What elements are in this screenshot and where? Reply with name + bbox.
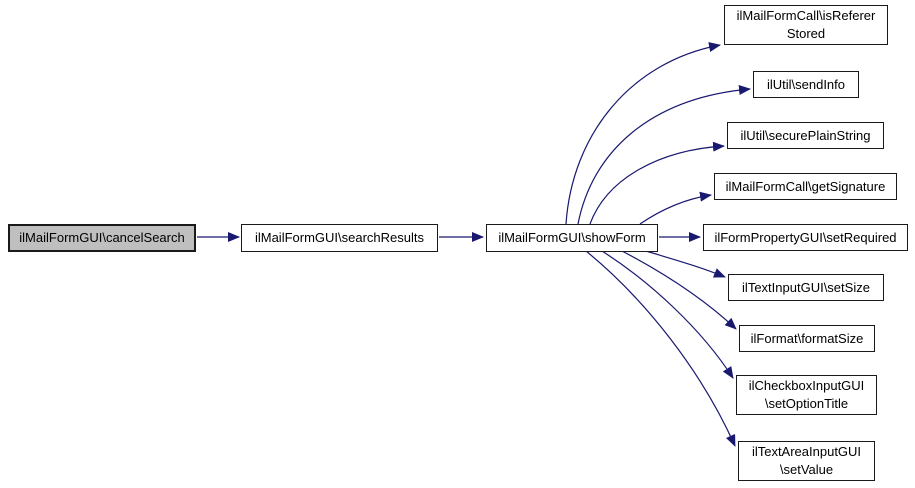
edge-showform-setoptiontitle xyxy=(601,250,734,379)
edge-showform-getsignature xyxy=(639,191,712,225)
edge-showform-sendinfo xyxy=(577,85,751,225)
node-label: ilMailFormGUI\showForm xyxy=(498,230,646,246)
edge-showform-formatsize xyxy=(621,250,737,330)
node-label: ilFormPropertyGUI\setRequired xyxy=(714,229,897,245)
edge-showform-setvalue xyxy=(585,250,736,447)
node-setsize[interactable]: ilTextInputGUI\setSize xyxy=(728,274,884,301)
edge-showform-secureplainstring xyxy=(589,141,725,225)
node-label-line1: ilCheckboxInputGUI xyxy=(748,378,865,394)
node-formatsize[interactable]: ilFormat\formatSize xyxy=(739,325,875,352)
node-label: ilFormat\formatSize xyxy=(750,330,864,346)
node-showform[interactable]: ilMailFormGUI\showForm xyxy=(486,224,658,252)
node-label: ilUtil\securePlainString xyxy=(740,127,871,143)
node-label: ilTextInputGUI\setSize xyxy=(742,279,870,295)
node-searchresults[interactable]: ilMailFormGUI\searchResults xyxy=(241,224,438,252)
node-setrequired[interactable]: ilFormPropertyGUI\setRequired xyxy=(703,224,908,251)
node-label-line1: ilTextAreaInputGUI xyxy=(751,444,862,460)
node-secureplainstring[interactable]: ilUtil\securePlainString xyxy=(727,122,884,149)
node-setoptiontitle[interactable]: ilCheckboxInputGUI \setOptionTitle xyxy=(736,375,877,415)
node-label-line2: Stored xyxy=(786,26,826,41)
edge-showform-isrefererstored xyxy=(565,42,721,225)
node-label: ilMailFormCall\getSignature xyxy=(725,178,886,194)
node-sendinfo[interactable]: ilUtil\sendInfo xyxy=(753,71,859,98)
node-label: ilMailFormGUI\searchResults xyxy=(254,230,425,246)
node-setvalue[interactable]: ilTextAreaInputGUI \setValue xyxy=(738,441,875,481)
node-label-line2: \setOptionTitle xyxy=(764,396,849,411)
edge-showform-setsize xyxy=(645,250,726,278)
node-label-line2: \setValue xyxy=(779,462,834,477)
node-label: ilUtil\sendInfo xyxy=(766,76,846,92)
node-isrefererstored[interactable]: ilMailFormCall\isReferer Stored xyxy=(724,5,888,45)
node-cancelsearch[interactable]: ilMailFormGUI\cancelSearch xyxy=(8,224,196,252)
node-getsignature[interactable]: ilMailFormCall\getSignature xyxy=(714,173,897,200)
node-label: ilMailFormGUI\cancelSearch xyxy=(19,230,185,246)
node-label-line1: ilMailFormCall\isReferer xyxy=(736,8,876,24)
